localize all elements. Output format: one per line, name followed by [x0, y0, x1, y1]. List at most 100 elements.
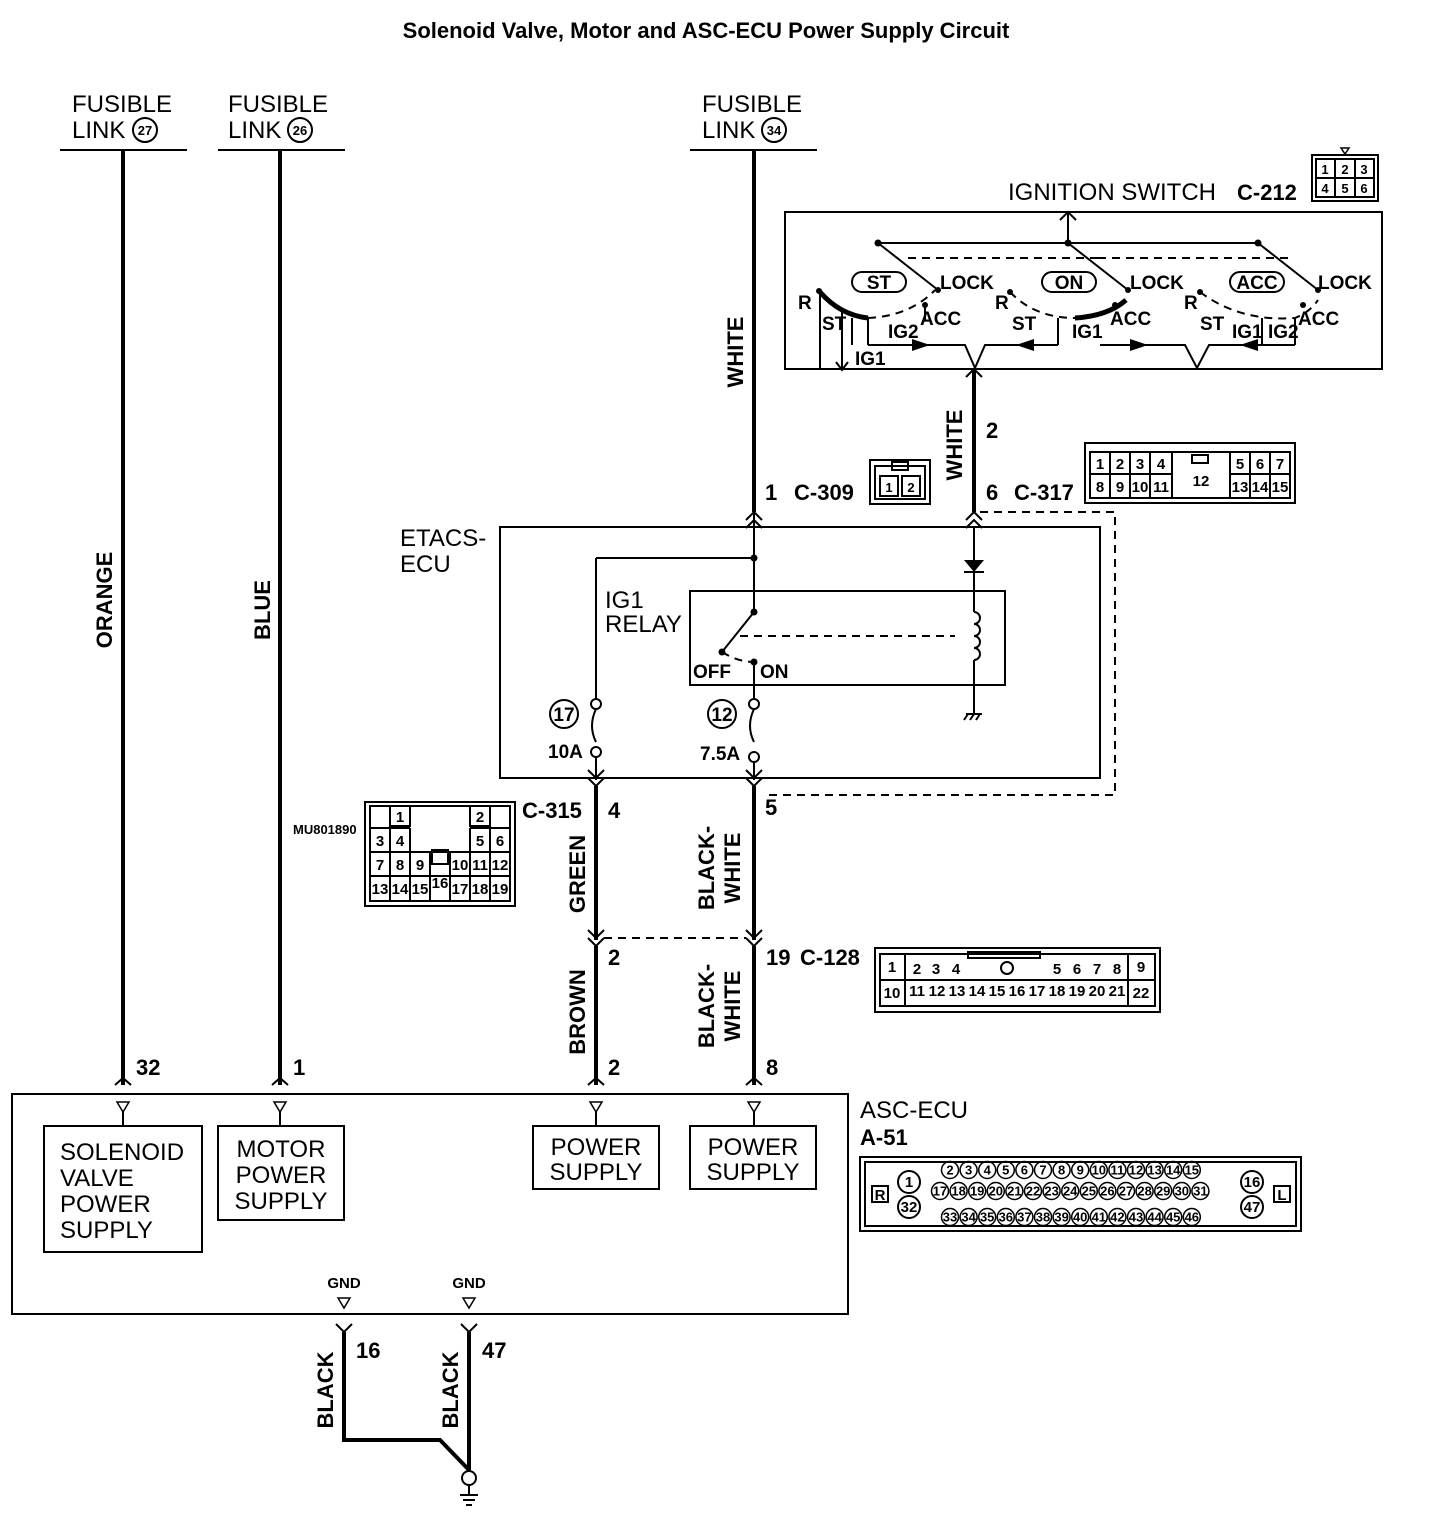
black-white-wire-lower-label1: BLACK-: [694, 964, 719, 1048]
svg-text:6: 6: [986, 480, 998, 505]
a51-pin-label: 20: [989, 1184, 1003, 1199]
a51-pin-circle: [940, 1207, 960, 1227]
svg-text:21: 21: [1109, 983, 1126, 1000]
svg-text:14: 14: [1252, 479, 1269, 496]
svg-text:4: 4: [1321, 181, 1329, 196]
svg-text:19: 19: [766, 945, 790, 970]
ground-wire-47-label: BLACK: [438, 1351, 463, 1428]
svg-text:16: 16: [1009, 983, 1026, 1000]
ground-icon: [461, 1470, 477, 1486]
gnd-pin-47: 47: [482, 1338, 506, 1363]
svg-text:1: 1: [1321, 162, 1328, 177]
c128-connector: 2 19 C-128 1 2 3 4 5 6 7 8 9 10 11 12 13…: [587, 929, 1161, 1013]
svg-text:7.5A: 7.5A: [700, 744, 740, 765]
asc-ecu-body: [11, 1093, 849, 1315]
a51-pin-label: 44: [1147, 1210, 1162, 1225]
a51-pin-label: 21: [1007, 1184, 1021, 1199]
svg-text:8: 8: [1113, 961, 1121, 978]
svg-text:LOCK: LOCK: [1130, 273, 1184, 294]
a51-pin-circle: [1163, 1207, 1183, 1227]
svg-text:R: R: [798, 293, 812, 314]
svg-text:6: 6: [1360, 181, 1367, 196]
black-white-wire-upper-label1: BLACK-: [694, 826, 719, 910]
svg-text:5: 5: [476, 833, 484, 850]
a51-pin-label: 41: [1092, 1210, 1106, 1225]
svg-text:C-309: C-309: [794, 480, 854, 505]
a51-pin-label: 8: [1058, 1163, 1065, 1178]
svg-text:11: 11: [909, 983, 925, 1000]
gnd-label-2: GND: [452, 1275, 486, 1292]
svg-text:C-315: C-315: [522, 798, 582, 823]
asc-ecu-connector: A-51: [860, 1125, 908, 1150]
a51-pin-label: 25: [1082, 1184, 1096, 1199]
a51-pin-label: 31: [1193, 1184, 1207, 1199]
ground-circuit: 16 47 BLACK BLACK: [313, 1323, 506, 1506]
a51-pin-label: 42: [1110, 1210, 1124, 1225]
svg-text:9: 9: [1137, 959, 1145, 976]
svg-text:IG2: IG2: [888, 322, 919, 343]
a51-pin-circle: [1126, 1160, 1146, 1180]
a51-pin-circle: [1108, 1207, 1127, 1227]
a51-pin-circle: [1070, 1207, 1090, 1227]
ignition-switch: IGNITION SWITCH C-212 1 2 3 4 5 6: [784, 147, 1383, 372]
a51-pin-label: 18: [951, 1184, 965, 1199]
svg-text:9: 9: [1116, 479, 1124, 496]
svg-text:15: 15: [412, 881, 429, 898]
a51-pin-circle: [1191, 1181, 1210, 1201]
svg-text:IG1: IG1: [855, 349, 886, 370]
fusible-link-27-number: 27: [138, 123, 152, 138]
svg-text:16: 16: [432, 875, 449, 892]
svg-text:13: 13: [949, 983, 966, 1000]
asc-pin-32: 32: [136, 1055, 160, 1080]
a51-pin-circle: [1023, 1181, 1043, 1201]
a51-pin-label: 22: [1026, 1184, 1040, 1199]
a51-pin-label: 7: [1039, 1163, 1046, 1178]
ig1-relay: [689, 590, 1006, 686]
a51-pin-circle: [1153, 1181, 1173, 1201]
svg-text:SUPPLY: SUPPLY: [235, 1188, 328, 1215]
svg-text:ACC: ACC: [1236, 273, 1277, 294]
svg-text:3: 3: [932, 961, 940, 978]
svg-text:VALVE: VALVE: [60, 1165, 134, 1192]
a51-pin-label: 9: [1077, 1163, 1084, 1178]
svg-text:10: 10: [884, 985, 901, 1002]
svg-text:POWER: POWER: [708, 1134, 799, 1161]
a51-pin-label: 3: [965, 1163, 972, 1178]
fusible-link-34-number: 34: [767, 123, 782, 138]
a51-pin-circle: [949, 1181, 968, 1201]
svg-text:2: 2: [476, 809, 484, 826]
a51-pin-circle: [1182, 1160, 1202, 1180]
white-wire-fl34-label: WHITE: [723, 317, 748, 388]
svg-text:POWER: POWER: [60, 1191, 151, 1218]
a51-pin-label: 38: [1036, 1210, 1050, 1225]
svg-text:14: 14: [392, 881, 409, 898]
a51-pin-circle: [940, 1160, 960, 1180]
svg-text:13: 13: [372, 881, 389, 898]
svg-text:32: 32: [901, 1199, 918, 1216]
a51-pin-label: 34: [961, 1210, 976, 1225]
power-supply-box-2: [689, 1125, 817, 1190]
gnd-label-1: GND: [327, 1275, 361, 1292]
asc-pin-1: 1: [293, 1055, 305, 1080]
svg-text:1: 1: [885, 480, 892, 495]
svg-text:20: 20: [1089, 983, 1106, 1000]
svg-text:12: 12: [492, 857, 509, 874]
svg-text:4: 4: [952, 961, 961, 978]
gnd-pin-16: 16: [356, 1338, 380, 1363]
a51-pin-label: 24: [1063, 1184, 1078, 1199]
a51-pin-label: 4: [984, 1163, 992, 1178]
ignition-switch-connector: C-212: [1237, 180, 1297, 205]
svg-text:18: 18: [472, 881, 489, 898]
svg-text:5: 5: [1341, 181, 1348, 196]
svg-text:IG1: IG1: [1072, 322, 1103, 343]
svg-text:8: 8: [1096, 479, 1104, 496]
svg-text:11: 11: [1153, 479, 1169, 496]
svg-text:17: 17: [553, 705, 574, 726]
svg-text:1: 1: [765, 480, 777, 505]
svg-text:5: 5: [765, 795, 777, 820]
fusible-link-34: FUSIBLE LINK 34: [690, 91, 817, 151]
fusible-link-26-label2: LINK: [228, 117, 281, 144]
ig1-relay-label1: IG1: [605, 587, 644, 614]
